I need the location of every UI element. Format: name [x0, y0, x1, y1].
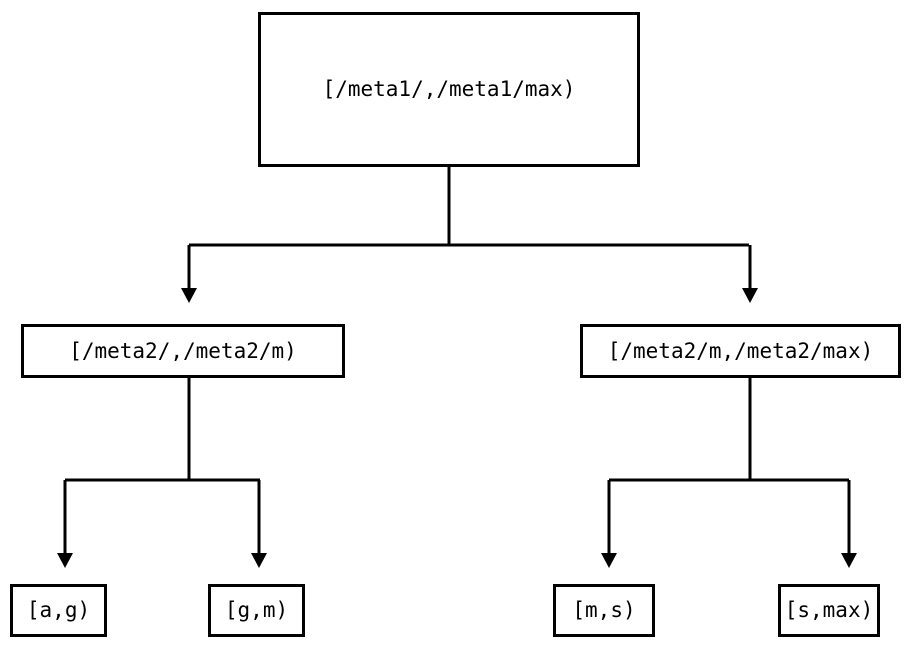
arrowhead-icon	[601, 553, 617, 568]
edge-root-to-mid-right	[742, 245, 758, 303]
node-mid-right-label: [/meta2/m,/meta2/max)	[607, 338, 874, 363]
node-leaf-s-max[interactable]: [s,max)	[778, 584, 880, 637]
node-leaf-m-s[interactable]: [m,s)	[553, 584, 655, 637]
node-leaf-g-m[interactable]: [g,m)	[208, 584, 305, 637]
edge-mid-right-to-leaf-s-max	[841, 480, 857, 568]
node-leaf-a-g-label: [a,g)	[26, 598, 91, 622]
arrowhead-icon	[181, 288, 197, 303]
edge-mid-right-to-leaf-m-s	[601, 378, 849, 568]
arrowhead-icon	[841, 553, 857, 568]
edge-mid-left-to-leaf-a-g	[57, 378, 260, 568]
node-leaf-g-m-label: [g,m)	[224, 598, 289, 622]
arrowhead-icon	[251, 553, 267, 568]
node-leaf-s-max-label: [s,max)	[784, 598, 874, 622]
arrowhead-icon	[742, 288, 758, 303]
node-leaf-m-s-label: [m,s)	[572, 598, 636, 622]
node-mid-left-label: [/meta2/,/meta2/m)	[69, 338, 297, 363]
node-mid-left[interactable]: [/meta2/,/meta2/m)	[21, 324, 345, 378]
node-leaf-a-g[interactable]: [a,g)	[10, 584, 107, 637]
edge-root-to-mid-left	[181, 167, 749, 303]
node-mid-right[interactable]: [/meta2/m,/meta2/max)	[580, 324, 901, 378]
arrowhead-icon	[57, 553, 73, 568]
node-root[interactable]: [/meta1/,/meta1/max)	[258, 12, 640, 167]
edge-mid-left-to-leaf-g-m	[251, 480, 267, 568]
node-root-label: [/meta1/,/meta1/max)	[322, 77, 576, 101]
